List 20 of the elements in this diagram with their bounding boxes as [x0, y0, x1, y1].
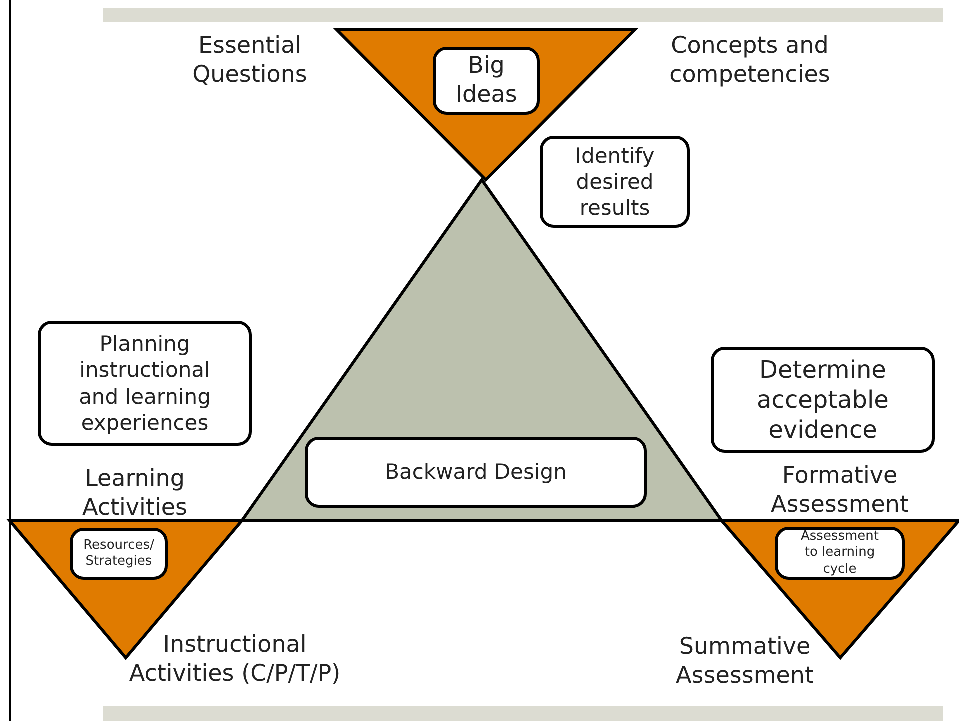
rounded-box	[711, 347, 935, 453]
text-label: Learning Activities	[82, 465, 188, 523]
box-label: Backward Design	[385, 459, 567, 486]
rounded-box	[540, 136, 690, 228]
text-label: Summative Assessment	[675, 633, 815, 691]
box-label: Planning instructional and learning experiences	[78, 331, 212, 436]
text-label: Concepts and competencies	[668, 32, 832, 90]
rounded-box	[70, 528, 168, 580]
rounded-box	[305, 437, 647, 508]
text-label: Essential Questions	[192, 32, 308, 90]
rounded-box	[433, 47, 540, 115]
box-label: Identify desired results	[574, 142, 656, 222]
rounded-box	[775, 527, 905, 580]
box-label: Assessment to learning cycle	[800, 529, 880, 578]
rounded-box	[38, 321, 252, 446]
box-label: Big Ideas	[454, 52, 518, 110]
box-label: Determine acceptable evidence	[756, 355, 890, 445]
text-label: Instructional Activities (C/P/T/P)	[128, 631, 342, 689]
box-label: Resources/ Strategies	[82, 538, 156, 570]
text-label: Formative Assessment	[770, 462, 910, 520]
